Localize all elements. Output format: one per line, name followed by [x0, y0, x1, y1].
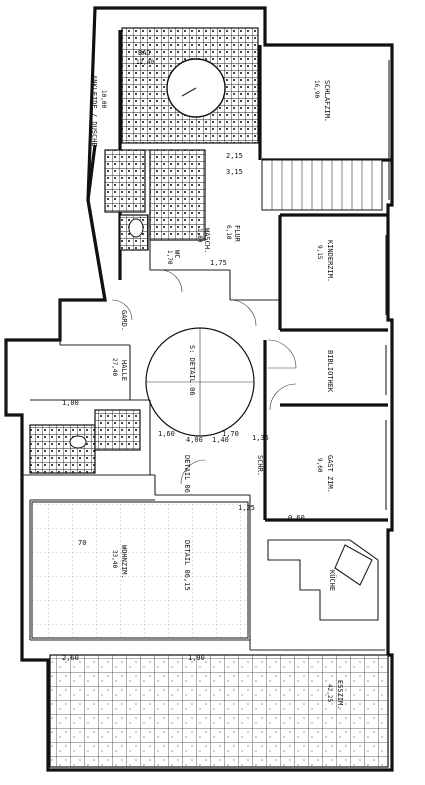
room-bad-name: BAD [138, 49, 151, 57]
hall-diagonals [146, 328, 254, 436]
stairs-upper [261, 159, 383, 211]
dimension-label: 1,00 [62, 399, 79, 407]
detail-label-3: DETAIL 06,15 [183, 540, 191, 591]
dimension-label: 1,25 [238, 504, 255, 512]
dimension-label: 1,40 [212, 436, 229, 444]
room-ankleide-name: ANKLEIDE / DUSCHE [90, 75, 98, 147]
guest-bath-tiles [29, 424, 96, 474]
dimension-label: 4,00 [186, 436, 203, 444]
room-gastzimmer-name: GAST ZIM. [326, 455, 334, 493]
room-bad-area: 12,40 [136, 59, 154, 66]
room-wc-area: 1,70 [166, 250, 173, 265]
dimension-label: 2,60 [62, 654, 79, 662]
room-schrank-name: SCHR. [256, 455, 264, 476]
dimension-label: 3,15 [226, 168, 243, 176]
kitchen-counter [267, 539, 379, 621]
room-halle-area: 27,40 [111, 358, 118, 376]
room-flur-name: FLUR [233, 225, 241, 243]
room-wohnzimmer-area: 33,40 [111, 550, 118, 568]
room-gastzimmer-area: 9,60 [316, 458, 323, 473]
room-esszimmer-name: ESSZIM. [336, 680, 344, 710]
corridor-tiles [149, 149, 206, 241]
room-flur-area: 6,10 [225, 225, 232, 240]
detail-label-2: DETAIL 06 [183, 455, 191, 493]
room-kueche-name: KÜCHE [328, 570, 337, 591]
dimension-label: 1,60 [158, 430, 175, 438]
living-floor [31, 501, 249, 639]
room-wc-name: WC [173, 250, 181, 258]
toilet [128, 218, 144, 238]
kitchen-island [334, 544, 373, 586]
dimension-label: 1,35 [252, 434, 269, 442]
windows [5, 60, 390, 650]
dimension-label: 1,75 [210, 259, 227, 267]
room-schlafzimmer-name: SCHLAFZIM. [323, 80, 331, 122]
tub-drain [181, 87, 197, 97]
room-wohnzimmer-name: WOHNZIM. [120, 545, 128, 579]
detail-label-1: S: DETAIL 06 [188, 345, 196, 396]
room-bibliothek-name: BIBLIOTHEK [326, 350, 334, 393]
shower-tiles [104, 149, 146, 213]
dimension-label: 70 [78, 539, 86, 547]
room-kinderzimmer-name: KINDERZIM. [326, 240, 334, 282]
room-waschen-area: 1,80 [196, 228, 203, 243]
room-halle-name: HALLE [120, 360, 128, 381]
room-schlafzimmer-area: 16,90 [313, 80, 320, 98]
door-swings [111, 269, 297, 485]
dimension-label: 1,90 [188, 654, 205, 662]
guest-bath-tiles-2 [94, 409, 141, 451]
room-kinderzimmer-area: 9,15 [316, 245, 323, 260]
room-esszimmer-area: 42,25 [326, 684, 333, 702]
dimension-label: 2,15 [226, 152, 243, 160]
dimension-label: 1,70 [222, 430, 239, 438]
dimension-label: 0,60 [288, 514, 305, 522]
room-garderobe-name: GARD. [120, 310, 128, 331]
room-waschen-name: WASCH. [203, 228, 211, 253]
terrace-paving [49, 654, 389, 768]
room-ankleide-area: 10,00 [100, 90, 107, 108]
guest-toilet [69, 435, 87, 449]
